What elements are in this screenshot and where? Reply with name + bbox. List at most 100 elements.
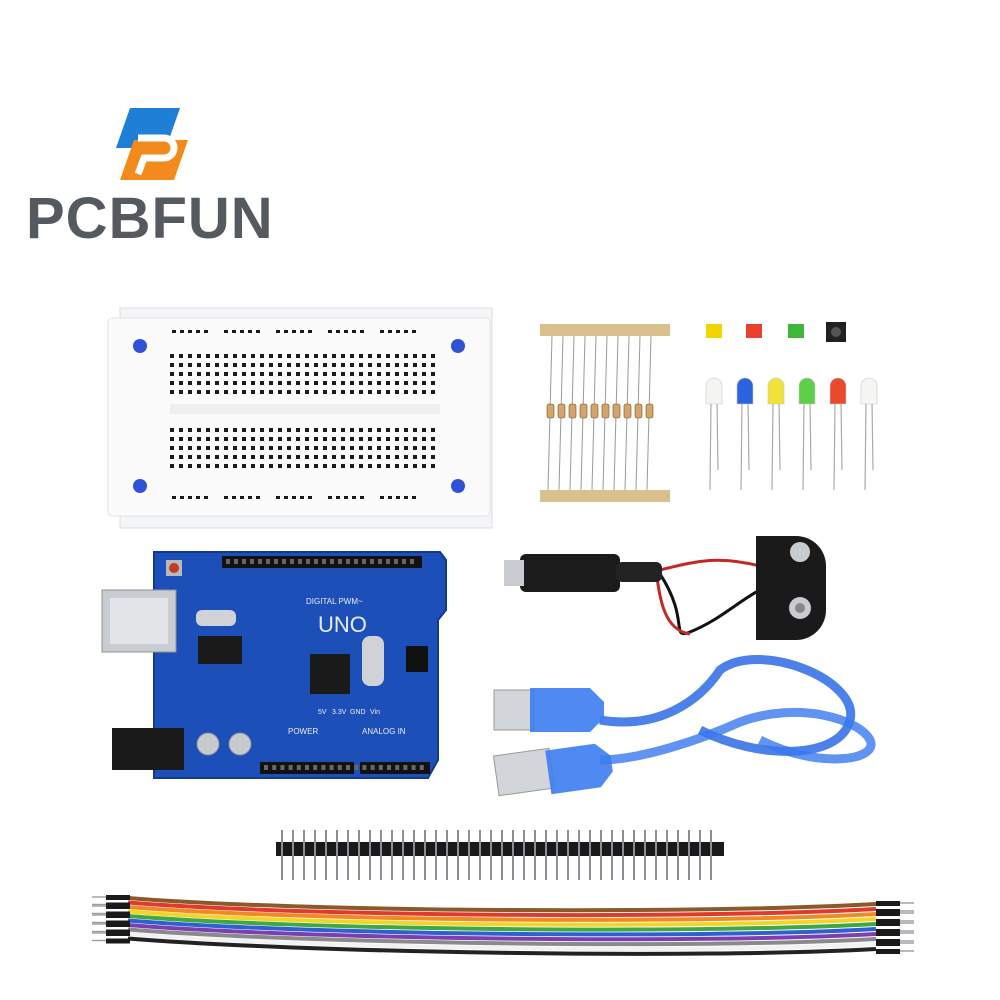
- breadboard-hole: [233, 363, 237, 367]
- breadboard-hole: [233, 437, 237, 441]
- breadboard-hole: [170, 363, 174, 367]
- breadboard-hole: [359, 354, 363, 358]
- breadboard-hole: [242, 437, 246, 441]
- breadboard-hole: [269, 455, 273, 459]
- breadboard-hole: [404, 446, 408, 450]
- breadboard-hole: [278, 372, 282, 376]
- breadboard-hole: [251, 446, 255, 450]
- breadboard-hole: [377, 437, 381, 441]
- breadboard-hole: [404, 372, 408, 376]
- header-pin: [370, 765, 375, 770]
- atmega-chip: [310, 654, 350, 694]
- jumper-housing: [876, 901, 900, 906]
- breadboard-hole: [197, 372, 201, 376]
- led-lead: [709, 401, 712, 491]
- pin-header-strip: [276, 830, 724, 880]
- breadboard-hole: [242, 428, 246, 432]
- breadboard-hole: [305, 390, 309, 394]
- breadboard-hole: [170, 428, 174, 432]
- breadboard-hole: [278, 455, 282, 459]
- rail-hole: [276, 496, 280, 499]
- rail-hole: [172, 496, 176, 499]
- jumper-wire: [127, 905, 877, 922]
- header-pin: [354, 765, 359, 770]
- breadboard-hole: [323, 428, 327, 432]
- breadboard-hole: [206, 381, 210, 385]
- breadboard-hole: [188, 390, 192, 394]
- breadboard-hole: [197, 354, 201, 358]
- breadboard-hole: [359, 381, 363, 385]
- breadboard-hole: [332, 381, 336, 385]
- header-pin: [274, 559, 278, 564]
- rail-hole: [204, 330, 208, 333]
- arduino-uno-board: UNO DIGITAL PWM~ POWER ANALOG IN 5V 3.3V…: [101, 551, 447, 779]
- breadboard-hole: [170, 354, 174, 358]
- rail-hole: [396, 330, 400, 333]
- header-pin: [419, 765, 424, 770]
- breadboard-hole: [224, 381, 228, 385]
- board-pin-label-gnd: GND: [350, 709, 366, 716]
- breadboard-hole: [170, 372, 174, 376]
- breadboard-hole: [278, 428, 282, 432]
- breadboard-hole: [314, 390, 318, 394]
- breadboard-hole: [215, 390, 219, 394]
- mount-hole-tl: [133, 339, 147, 353]
- breadboard-hole: [404, 455, 408, 459]
- usb-a-plug: [492, 747, 556, 797]
- jumper-housing: [876, 911, 900, 916]
- breadboard-hole: [305, 455, 309, 459]
- header-pin: [346, 765, 350, 770]
- breadboard-hole: [395, 354, 399, 358]
- breadboard-hole: [368, 437, 372, 441]
- breadboard-hole: [377, 428, 381, 432]
- led-4: [829, 377, 847, 405]
- breadboard-hole: [188, 455, 192, 459]
- breadboard-hole: [305, 381, 309, 385]
- breadboard-hole: [386, 455, 390, 459]
- board-pin-label-vin: Vin: [370, 709, 380, 716]
- breadboard-hole: [431, 372, 435, 376]
- header-pin: [313, 765, 318, 770]
- breadboard-hole: [251, 390, 255, 394]
- rail-hole: [292, 330, 296, 333]
- breadboard-hole: [251, 428, 255, 432]
- led-0: [705, 377, 723, 405]
- header-pin: [298, 559, 302, 564]
- breadboard-hole: [251, 437, 255, 441]
- breadboard-hole: [224, 390, 228, 394]
- breadboard-hole: [188, 464, 192, 468]
- analog-header-bottom: [360, 762, 430, 774]
- breadboard-hole: [368, 428, 372, 432]
- breadboard-hole: [188, 437, 192, 441]
- breadboard-hole: [368, 464, 372, 468]
- breadboard-hole: [350, 381, 354, 385]
- breadboard-hole: [431, 455, 435, 459]
- board-pin-label-5v: 5V: [318, 709, 327, 716]
- header-pin: [250, 559, 254, 564]
- header-pin: [362, 765, 367, 770]
- breadboard-hole: [305, 372, 309, 376]
- breadboard-hole: [260, 464, 264, 468]
- breadboard-hole: [305, 363, 309, 367]
- battery-snap-cable: [504, 536, 826, 640]
- breadboard-hole: [278, 437, 282, 441]
- breadboard-hole: [404, 428, 408, 432]
- breadboard-hole: [350, 428, 354, 432]
- breadboard-hole: [287, 464, 291, 468]
- header-pin: [288, 765, 293, 770]
- breadboard-hole: [341, 455, 345, 459]
- breadboard-hole: [260, 354, 264, 358]
- breadboard-hole: [395, 464, 399, 468]
- breadboard-hole: [323, 464, 327, 468]
- breadboard-hole: [233, 464, 237, 468]
- breadboard-hole: [287, 437, 291, 441]
- rail-hole: [328, 330, 332, 333]
- rail-hole: [396, 496, 400, 499]
- breadboard-hole: [188, 446, 192, 450]
- breadboard-hole: [323, 372, 327, 376]
- breadboard-hole: [404, 390, 408, 394]
- rail-hole: [352, 330, 356, 333]
- board-digital-label: DIGITAL PWM~: [306, 597, 363, 606]
- breadboard-hole: [413, 354, 417, 358]
- breadboard-hole: [251, 381, 255, 385]
